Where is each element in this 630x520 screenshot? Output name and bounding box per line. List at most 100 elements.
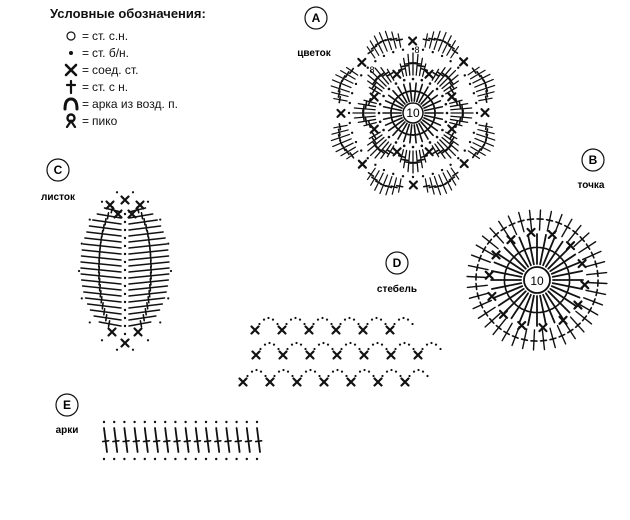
stitch-post xyxy=(225,427,231,453)
chain-dot xyxy=(354,140,358,144)
chain-dot xyxy=(123,300,127,304)
stitch-post xyxy=(235,427,241,453)
slip-stitch-mark xyxy=(498,309,509,319)
legend-eq: = xyxy=(82,79,90,94)
chain-dot xyxy=(394,370,398,373)
stitch-post xyxy=(385,175,393,196)
chain-dot xyxy=(472,92,476,95)
stitch-post xyxy=(418,122,429,140)
chain-dot xyxy=(344,343,348,346)
stitch-post xyxy=(449,118,469,124)
chain-dot xyxy=(468,82,472,86)
chain-dot xyxy=(397,318,401,321)
stitch-post xyxy=(369,69,387,87)
stitch-crossbar xyxy=(448,78,454,85)
chain-dot xyxy=(123,284,127,288)
stitch-post xyxy=(497,287,525,307)
stitch-post xyxy=(549,253,577,273)
stitch-post xyxy=(578,241,597,254)
stitch-post xyxy=(387,94,405,107)
stitch-crossbar xyxy=(558,333,566,338)
slip-stitch-mark xyxy=(413,350,423,360)
chain-dot xyxy=(299,343,303,346)
motif-c-leaf: C листок xyxy=(41,158,173,351)
chain-dot xyxy=(123,457,126,461)
chain-dot xyxy=(411,77,415,81)
chain-dot xyxy=(406,318,410,321)
stitch-post xyxy=(81,249,122,255)
stitch-post xyxy=(532,329,536,351)
stitch-post xyxy=(472,299,493,310)
stitch-crossbar xyxy=(539,310,548,314)
chain-dot xyxy=(357,322,360,326)
stitch-post xyxy=(382,114,403,121)
stitch-crossbar xyxy=(503,282,507,291)
stitch-crossbar xyxy=(371,86,377,94)
chain-dot xyxy=(309,368,312,372)
chain-dot xyxy=(360,149,363,152)
stitch-post xyxy=(378,32,388,52)
motif-e-letter-circle xyxy=(55,393,79,417)
chain-dot xyxy=(401,48,405,51)
stitch-crossbar xyxy=(461,113,464,121)
chain-dot xyxy=(426,374,429,378)
stitch-post xyxy=(93,315,122,321)
stitch-crossbar xyxy=(338,95,342,104)
stitch-crossbar xyxy=(545,308,554,312)
stitch-crossbar xyxy=(594,260,598,268)
stitch-post xyxy=(551,270,584,278)
stitch-post xyxy=(510,292,530,320)
stitch-post xyxy=(335,142,354,153)
chain-dot xyxy=(174,420,177,424)
stitch-post xyxy=(402,83,411,103)
chain-dot xyxy=(463,149,466,152)
stitch-post xyxy=(80,267,122,273)
stitch-post xyxy=(470,146,486,156)
stitch-crossbar xyxy=(511,335,519,339)
stitch-crossbar xyxy=(422,38,431,42)
stitch-post xyxy=(374,141,390,159)
stitch-post xyxy=(397,122,408,140)
stitch-crossbar xyxy=(451,49,459,55)
chain-dot xyxy=(370,318,374,321)
chain-dot xyxy=(286,370,290,373)
flower-center-ring xyxy=(402,102,424,124)
stitch-post xyxy=(128,303,164,309)
stitch-post xyxy=(490,282,523,290)
chain-dot xyxy=(286,347,289,351)
stitch-post xyxy=(439,69,457,87)
stitch-post xyxy=(374,172,384,191)
stitch-post xyxy=(340,146,356,157)
slip-stitch-mark xyxy=(369,92,379,102)
x-icon xyxy=(62,62,80,77)
stitch-post xyxy=(128,309,161,315)
arch-icon xyxy=(62,96,80,111)
chain-dot xyxy=(412,370,416,373)
stitch-post xyxy=(380,143,392,159)
chain-dot xyxy=(167,297,170,300)
stitch-crossbar xyxy=(503,269,507,278)
chain-dot xyxy=(143,420,146,424)
stitch-crossbar xyxy=(98,278,101,286)
stitch-crossbar xyxy=(367,49,374,55)
legend-eq: = xyxy=(82,113,90,128)
chain-dot xyxy=(430,341,433,345)
chain-dot xyxy=(300,374,303,378)
stitch-post xyxy=(561,218,573,238)
legend-item: = ст. с.н. xyxy=(50,27,206,44)
stitch-post xyxy=(542,293,556,324)
motif-c-label: листок xyxy=(41,192,76,203)
legend-item: = соед. ст. xyxy=(50,61,206,78)
stitch-crossbar xyxy=(338,122,342,131)
stitch-crossbar xyxy=(395,184,404,188)
slip-stitch-mark xyxy=(547,229,557,240)
stitch-post xyxy=(549,287,577,307)
stitch-crossbar xyxy=(449,132,455,140)
chain-dot xyxy=(380,343,384,346)
chain-dot xyxy=(113,457,116,461)
slip-stitch-mark xyxy=(408,36,418,46)
stitch-crossbar xyxy=(337,134,342,142)
chain-dot xyxy=(159,218,162,221)
stitch-post xyxy=(472,142,491,152)
stitch-crossbar xyxy=(515,250,523,256)
